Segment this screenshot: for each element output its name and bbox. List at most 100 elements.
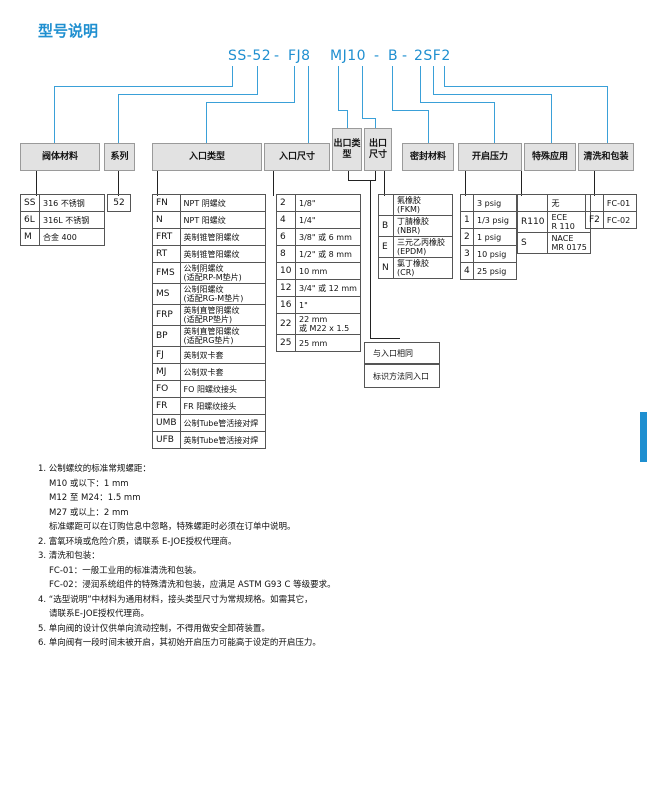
option-desc-multiline: 氟橡胶(FKM) [393, 194, 453, 216]
option-code: FO [152, 380, 181, 398]
connector-line [370, 180, 371, 338]
option-desc-multiline: 英制直管阴螺纹(适配RP垫片) [179, 304, 266, 326]
header-special-application: 特殊应用 [524, 143, 576, 171]
option-desc: 合金 400 [39, 228, 105, 246]
table-row: FC-01 [585, 194, 637, 212]
header-body-material: 阀体材料 [20, 143, 100, 171]
option-desc: 3 psig [473, 194, 517, 212]
option-code: 25 [276, 334, 296, 352]
leader-line [338, 66, 339, 110]
option-desc-note: MR 0175 [551, 243, 587, 252]
option-desc: 25 mm [295, 334, 361, 352]
option-code: SS [20, 194, 40, 212]
option-desc: 1" [295, 296, 361, 314]
connector-line [594, 171, 595, 196]
option-code: 12 [276, 279, 296, 297]
option-code: FRT [152, 228, 181, 246]
option-desc-note: (适配RP-M垫片) [183, 273, 242, 282]
option-code: 8 [276, 245, 296, 263]
note-line: 2. 富氧环境或危险介质，请联系 E-JOE授权代理商。 [38, 536, 237, 547]
option-code: 6L [20, 211, 40, 229]
option-code: 2 [460, 228, 474, 246]
note-line: 1. 公制螺纹的标准常规螺距： [38, 464, 151, 474]
option-code: FMS [152, 262, 181, 284]
code-part-seal: B [388, 48, 399, 64]
page-edge-tab [640, 412, 647, 462]
leader-line [375, 118, 376, 128]
outlet-mark-as-inlet: 标识方法同入口 [364, 364, 440, 388]
option-code: 4 [276, 211, 296, 229]
option-code: FRP [152, 304, 181, 326]
leader-line [444, 86, 608, 87]
option-desc-multiline: 三元乙丙橡胶(EPDM) [393, 236, 453, 258]
option-desc-multiline: 氯丁橡胶(CR) [393, 257, 453, 279]
option-desc-note: R 110 [551, 222, 575, 231]
connector-line [273, 171, 274, 196]
option-code [460, 194, 474, 212]
note-line: 6. 单向阀有一段时间未被开启，其初始开启压力可能高于设定的开启压力。 [38, 638, 321, 648]
table-row: 无 [516, 194, 591, 212]
option-desc: 22 mm [299, 315, 328, 324]
connector-line [370, 338, 400, 339]
connector-line [521, 171, 522, 196]
option-code: B [378, 215, 394, 237]
leader-line [54, 86, 55, 143]
option-desc-multiline: 英制直管阳螺纹(适配RG垫片) [179, 325, 266, 347]
option-desc-multiline: 公制阴螺纹(适配RP-M垫片) [179, 262, 266, 284]
leader-line [362, 118, 375, 119]
option-desc-note: 或 M22 x 1.5 [299, 324, 350, 333]
leader-line [607, 86, 608, 143]
option-code: 10 [276, 262, 296, 280]
option-desc: 1/2" 或 8 mm [295, 245, 361, 263]
note-line: M10 或以下：1 mm [49, 478, 129, 489]
option-desc: 氟橡胶 [397, 196, 421, 205]
option-code: MJ [152, 363, 181, 381]
option-desc: 1/8" [295, 194, 361, 212]
option-code: UMB [152, 414, 181, 432]
option-desc-note: (EPDM) [397, 247, 427, 256]
option-code: 2 [276, 194, 296, 212]
table-row: 52 [107, 194, 131, 212]
option-code: 1 [460, 211, 474, 229]
leader-line [420, 102, 494, 103]
table-row: SS 316 不锈钢 [20, 194, 105, 212]
leader-line [308, 66, 309, 143]
option-desc-note: (NBR) [397, 226, 421, 235]
code-dash: - [274, 48, 280, 64]
leader-line [433, 94, 552, 95]
option-code: 6 [276, 228, 296, 246]
leader-line [551, 94, 552, 143]
option-desc-note: (适配RP垫片) [183, 315, 233, 324]
note-line: FC-01：一般工业用的标准清洗和包装。 [49, 565, 202, 576]
option-desc: 1/3 psig [473, 211, 517, 229]
option-desc: NPT 阴螺纹 [179, 194, 266, 212]
code-part-outlet: MJ10 [330, 48, 367, 64]
header-outlet-type: 出口类型 [332, 128, 362, 171]
note-line: FC-02：浸润系统组件的特殊清洗和包装，应满足 ASTM G93 C 等级要求… [49, 580, 336, 590]
note-line: 3. 清洗和包装： [38, 551, 100, 561]
option-code: FJ [152, 346, 181, 364]
header-inlet-type: 入口类型 [152, 143, 262, 171]
body-material-table: SS 316 不锈钢 6L 316L 不锈钢 M 合金 400 [20, 194, 105, 246]
option-code: R110 [516, 211, 549, 233]
option-desc: 英制直管阴螺纹 [183, 306, 240, 315]
table-row: 6L 316L 不锈钢 [20, 211, 105, 229]
note-line: 5. 单向阀的设计仅供单向流动控制，不得用做安全卸荷装置。 [38, 623, 270, 634]
leader-line [206, 102, 207, 143]
